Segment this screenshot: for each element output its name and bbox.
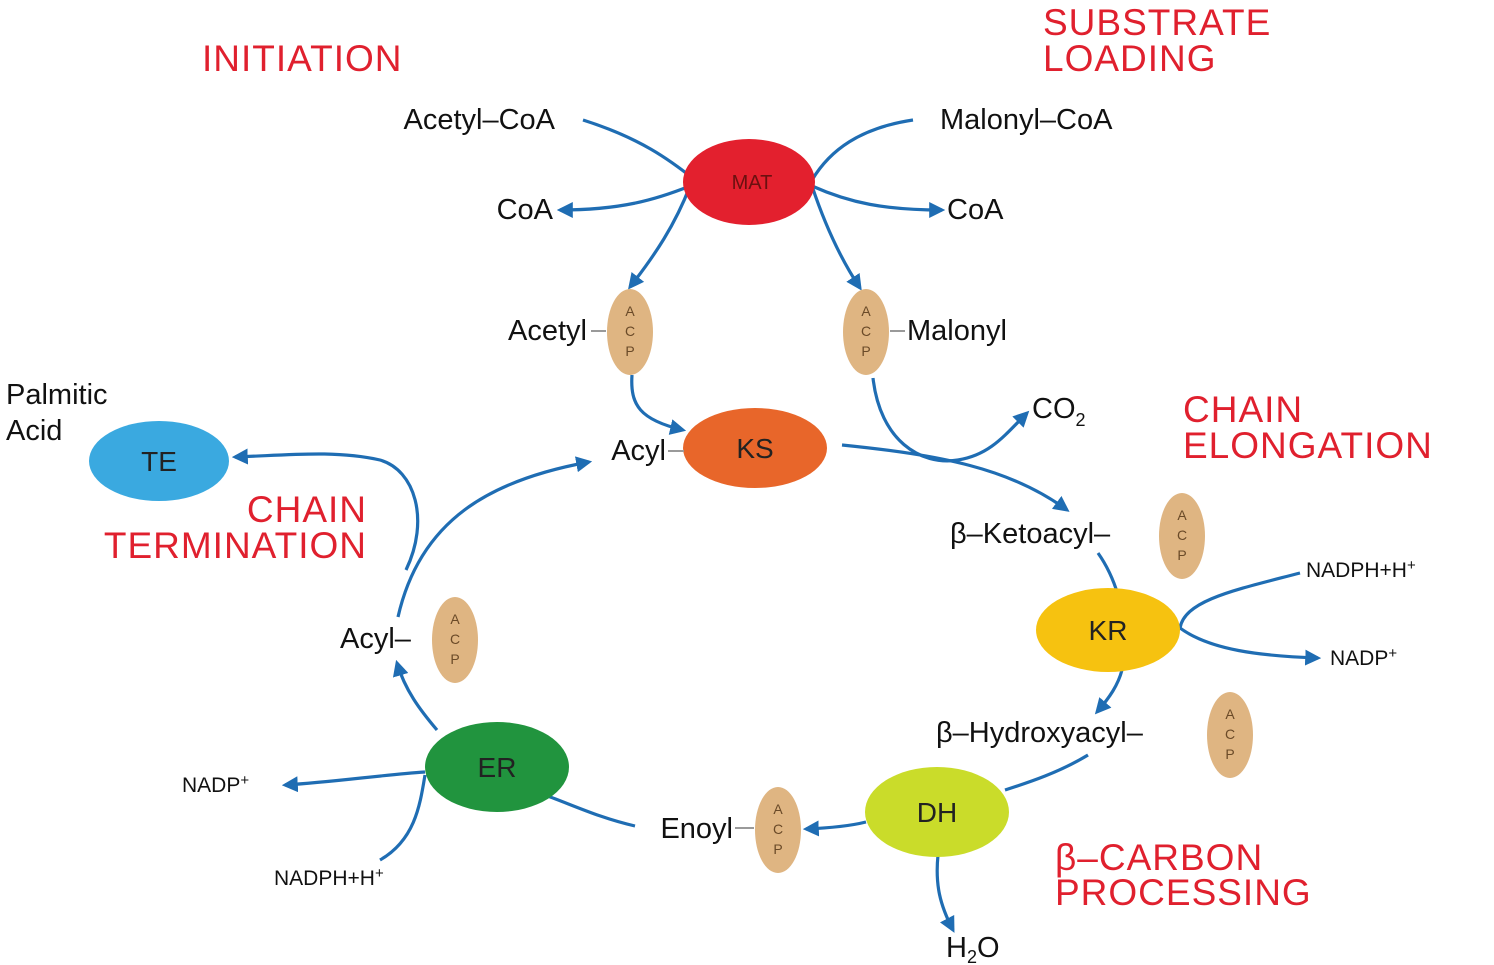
label-acetyl: Acetyl [508, 315, 587, 347]
acp-acyl: A C P [432, 597, 478, 683]
label-nadph-er: NADPH+H+ [274, 865, 384, 890]
enzyme-te: TE [89, 421, 229, 501]
arrow-kr-to-nadp [1179, 626, 1322, 666]
dh-ellipse [865, 767, 1009, 857]
acp-letter-p: P [773, 841, 782, 857]
acp-letter-c: C [861, 323, 871, 339]
label-acetyl-coa: Acetyl–CoA [403, 104, 555, 136]
acp-letter-c: C [625, 323, 635, 339]
stage-initiation: INITIATION [202, 38, 402, 79]
acp-acetyl: A C P [607, 289, 653, 375]
acp-letter-a: A [861, 303, 871, 319]
acp-letter-a: A [625, 303, 635, 319]
stage-beta-carbon-processing-line2: PROCESSING [1055, 872, 1312, 913]
te-label: TE [141, 446, 177, 477]
label-co2: CO2 [1032, 393, 1086, 430]
label-nadph-kr: NADPH+H+ [1306, 557, 1416, 582]
acp-letter-p: P [450, 651, 459, 667]
label-coa-right: CoA [947, 194, 1004, 226]
enzyme-mat: MAT [683, 139, 815, 225]
arrow-acyl-to-te [231, 448, 420, 571]
stage-chain-elongation-line2: ELONGATION [1183, 425, 1433, 466]
arrow-malonyl-to-co2 [871, 377, 1030, 463]
enzyme-er: ER [425, 722, 569, 812]
arrow-acyl-to-ks [396, 456, 593, 618]
label-nadp-er: NADP+ [182, 772, 249, 797]
acp-letter-c: C [1177, 527, 1187, 543]
enzyme-ks: KS [683, 408, 827, 488]
acp-malonyl: A C P [843, 289, 889, 375]
te-ellipse [89, 421, 229, 501]
label-nadp-kr: NADP+ [1330, 645, 1397, 670]
ks-label: KS [736, 433, 773, 464]
arrow-mat-to-malonyl-acp [810, 185, 862, 291]
acp-letter-p: P [1177, 547, 1186, 563]
acp-letter-p: P [861, 343, 870, 359]
label-palmitic-acid-line1: Palmitic [6, 379, 108, 411]
kr-ellipse [1036, 588, 1180, 672]
arrow-nadph-into-er [379, 774, 427, 862]
label-beta-ketoacyl: β–Ketoacyl– [950, 518, 1111, 550]
label-malonyl: Malonyl [907, 315, 1007, 347]
acp-letter-a: A [450, 611, 460, 627]
reaction-arrows [231, 118, 1322, 933]
acp-letter-a: A [773, 801, 783, 817]
acp-ketoacyl: A C P [1159, 493, 1205, 579]
label-palmitic-acid-line2: Acid [6, 415, 62, 447]
acp-letter-a: A [1177, 507, 1187, 523]
stage-beta-carbon-processing-line1: β–CARBON [1055, 837, 1263, 878]
label-enoyl: Enoyl [660, 813, 733, 845]
arrow-mat-to-acetyl-acp [628, 185, 692, 290]
arrow-dh-to-enoyl-acp [802, 820, 867, 837]
acp-letter-p: P [1225, 746, 1234, 762]
mat-ellipse [683, 139, 815, 225]
arrow-acetylcoa-to-mat [582, 118, 696, 182]
arrow-acetyl-acp-to-ks [630, 374, 687, 435]
acp-letter-c: C [1225, 726, 1235, 742]
acp-letter-p: P [625, 343, 634, 359]
stage-substrate-loading-line2: LOADING [1043, 38, 1217, 79]
mat-label: MAT [732, 172, 773, 194]
kr-label: KR [1089, 615, 1128, 646]
er-label: ER [478, 752, 517, 783]
arrow-dh-to-h2o [935, 854, 955, 933]
acp-letter-c: C [450, 631, 460, 647]
enzyme-kr: KR [1036, 588, 1180, 672]
arrow-er-to-nadp [281, 770, 426, 793]
stage-chain-termination-line2: TERMINATION [104, 525, 367, 566]
arrow-malonylcoa-to-mat [810, 118, 914, 181]
label-acyl-ks: Acyl [611, 435, 666, 467]
connector-enoyl-to-er [544, 793, 636, 828]
stage-substrate-loading-line1: SUBSTRATE [1043, 2, 1271, 43]
label-h2o: H2O [946, 932, 1000, 965]
ks-ellipse [683, 408, 827, 488]
arrow-nadph-into-kr [1178, 571, 1301, 629]
label-acyl-er: Acyl– [340, 623, 412, 655]
stage-chain-elongation-line1: CHAIN [1183, 389, 1303, 430]
label-coa-left: CoA [497, 194, 554, 226]
arrow-mat-to-coa-left [556, 184, 691, 218]
label-malonyl-coa: Malonyl–CoA [940, 104, 1113, 136]
stage-chain-termination-line1: CHAIN [247, 489, 367, 530]
acp-bonds [591, 330, 905, 829]
arrow-er-to-acyl-acp [392, 659, 439, 732]
er-ellipse [425, 722, 569, 812]
enzyme-dh: DH [865, 767, 1009, 857]
connector-hydroxyacyl-to-dh [1004, 753, 1089, 792]
acp-letter-c: C [773, 821, 783, 837]
arrow-kr-to-hydroxyacyl [1094, 669, 1124, 715]
arrow-mat-to-coa-right [811, 184, 946, 218]
label-beta-hydroxyacyl: β–Hydroxyacyl– [936, 717, 1144, 749]
acp-letter-a: A [1225, 706, 1235, 722]
acp-enoyl: A C P [755, 787, 801, 873]
arrow-ks-to-ketoacyl [841, 443, 1070, 512]
acp-hydroxyacyl: A C P [1207, 692, 1253, 778]
dh-label: DH [917, 797, 957, 828]
